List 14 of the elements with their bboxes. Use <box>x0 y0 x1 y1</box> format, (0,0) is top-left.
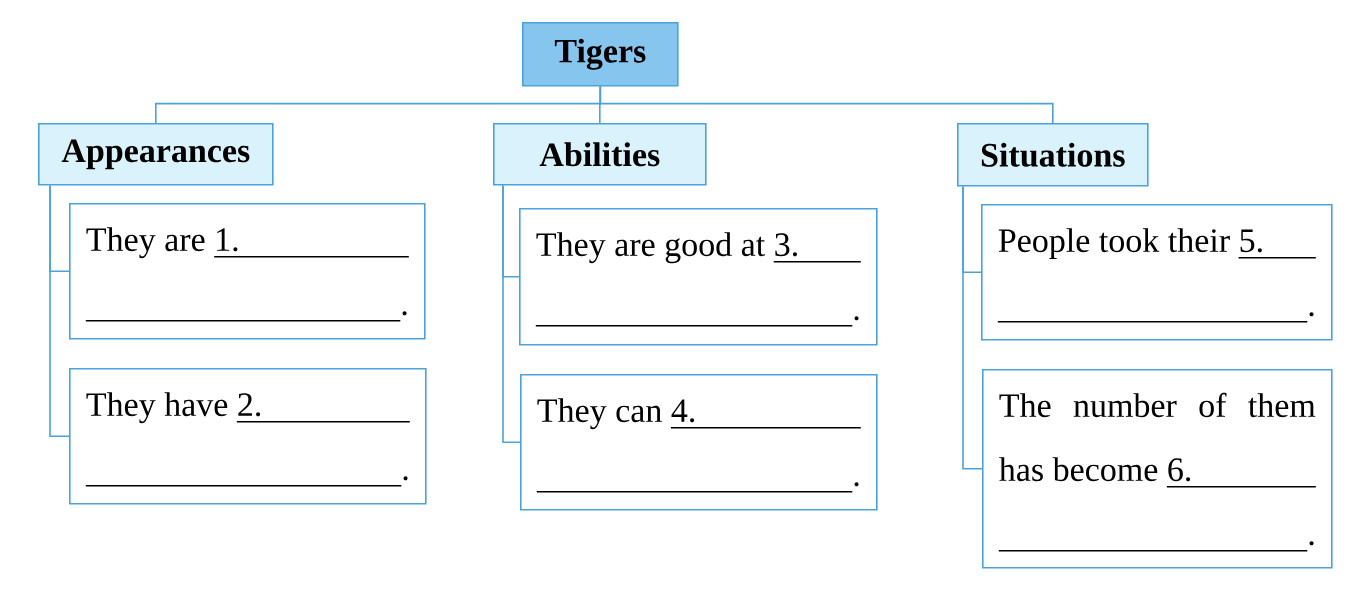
category-box: Appearances <box>38 123 274 186</box>
connector-line <box>49 184 70 438</box>
connector-line <box>599 85 1054 124</box>
sentence-box: They can 4. . <box>520 374 878 511</box>
topic-box: Tigers <box>522 22 679 87</box>
category-box: Abilities <box>493 123 707 186</box>
sentence-box: They have 2. . <box>69 368 427 505</box>
connector-line <box>962 185 983 470</box>
connector-line <box>502 184 521 444</box>
sentence-box: They are 1. . <box>69 203 426 340</box>
category-box: Situations <box>957 123 1149 187</box>
sentence-box: They are good at 3. . <box>519 208 878 346</box>
sentence-box: The number of them has become 6. . <box>982 369 1333 569</box>
sentence-box: People took their 5. . <box>981 204 1333 341</box>
